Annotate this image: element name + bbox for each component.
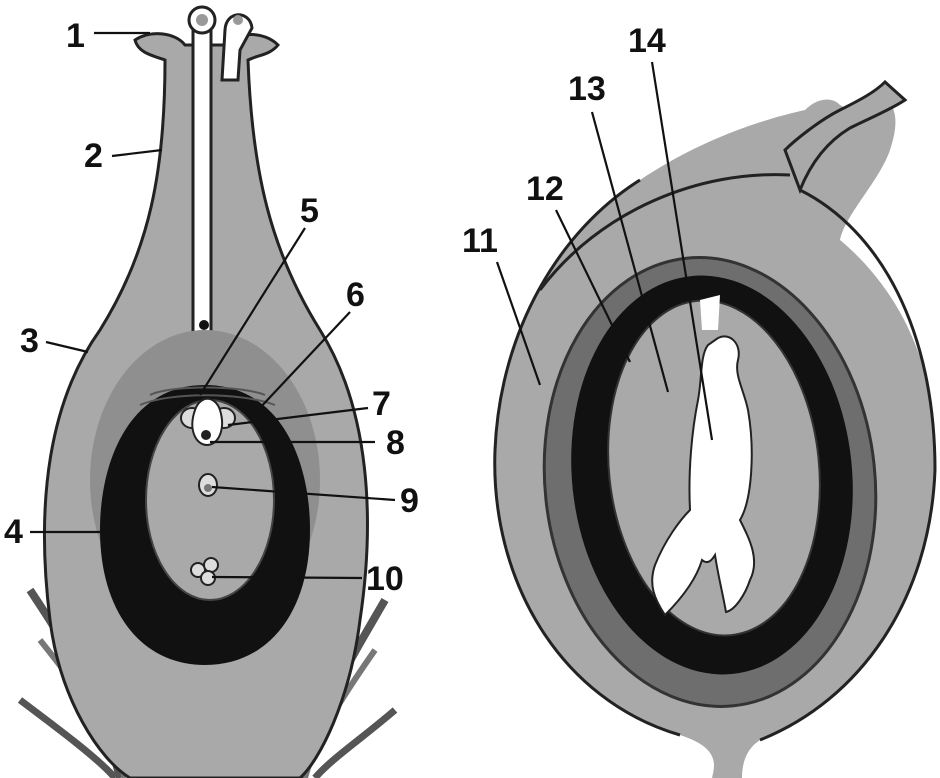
label-6: 6 [346, 276, 365, 314]
label-8: 8 [386, 424, 405, 462]
label-10: 10 [366, 560, 404, 598]
label-7: 7 [372, 385, 391, 423]
pollen-tube [187, 5, 217, 377]
pistil-diagram: 1 2 3 4 5 6 7 8 9 10 [4, 5, 419, 778]
label-5: 5 [300, 192, 319, 230]
label-2: 2 [84, 137, 103, 175]
label-4: 4 [4, 513, 23, 551]
label-12: 12 [526, 170, 564, 208]
label-11: 11 [462, 222, 498, 260]
label-13: 13 [568, 70, 606, 108]
leader-lines-right [495, 61, 714, 441]
label-1: 1 [66, 17, 85, 55]
egg-apparatus [180, 397, 236, 447]
label-9: 9 [400, 482, 419, 520]
seed-stalk [783, 79, 908, 195]
embryo [651, 335, 756, 617]
antipodal-cells [190, 557, 219, 586]
leader-lines-left [30, 31, 396, 580]
central-nucleus [198, 473, 218, 497]
label-14: 14 [628, 22, 666, 60]
pollen-grain-2 [220, 13, 254, 82]
seed-diagram: 11 12 13 14 [462, 22, 937, 778]
label-3: 3 [20, 322, 39, 360]
